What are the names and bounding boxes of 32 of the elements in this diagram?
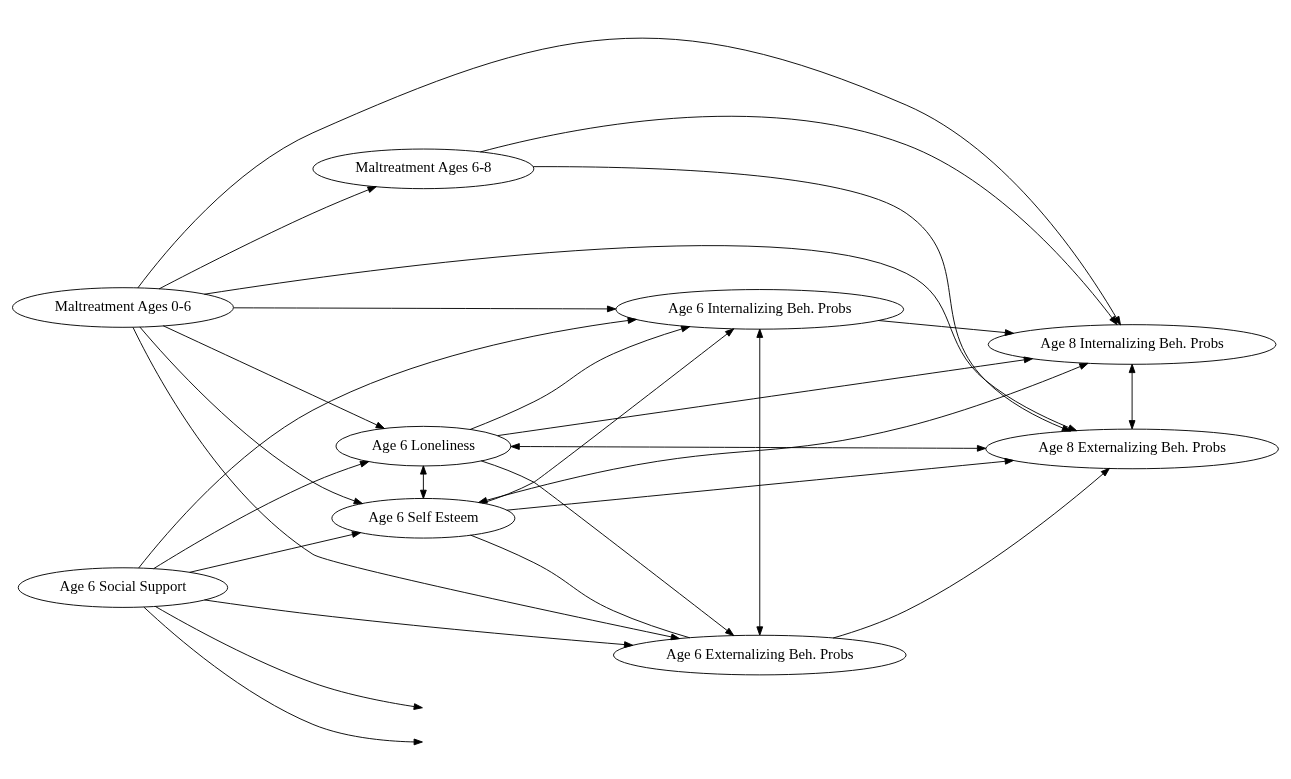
arrow — [154, 605, 423, 710]
arrow — [420, 464, 427, 499]
arrow — [203, 244, 1078, 431]
connector — [470, 534, 691, 638]
node-ellipse: Maltreatment Ages 0-6 — [12, 286, 234, 328]
arrow — [877, 319, 1015, 336]
arrow — [756, 328, 764, 636]
arrow — [532, 165, 1072, 432]
arrow — [469, 325, 691, 430]
arrow — [137, 37, 1121, 325]
arrow — [479, 115, 1118, 325]
arrow — [481, 327, 735, 504]
arrow — [132, 326, 680, 640]
arrow — [510, 442, 987, 452]
node-ellipse: Age 8 Externalizing Beh. Probs — [985, 428, 1279, 469]
arrow — [143, 606, 423, 745]
node-ellipse: Age 6 Social Support — [17, 566, 229, 608]
arrow — [832, 467, 1110, 638]
arrow — [478, 362, 1089, 504]
arrow — [139, 325, 363, 504]
arrow — [162, 324, 385, 429]
arrow — [204, 598, 634, 648]
arrow — [497, 356, 1033, 436]
arrow — [138, 316, 637, 568]
node-ellipse: Maltreatment Ages 6-8 — [312, 148, 535, 189]
arrow — [480, 459, 735, 636]
arrow — [506, 457, 1014, 511]
arrow — [233, 305, 617, 312]
arrow — [188, 530, 362, 573]
arrow — [158, 185, 377, 289]
arrow — [152, 460, 370, 569]
arrow — [1128, 363, 1136, 429]
